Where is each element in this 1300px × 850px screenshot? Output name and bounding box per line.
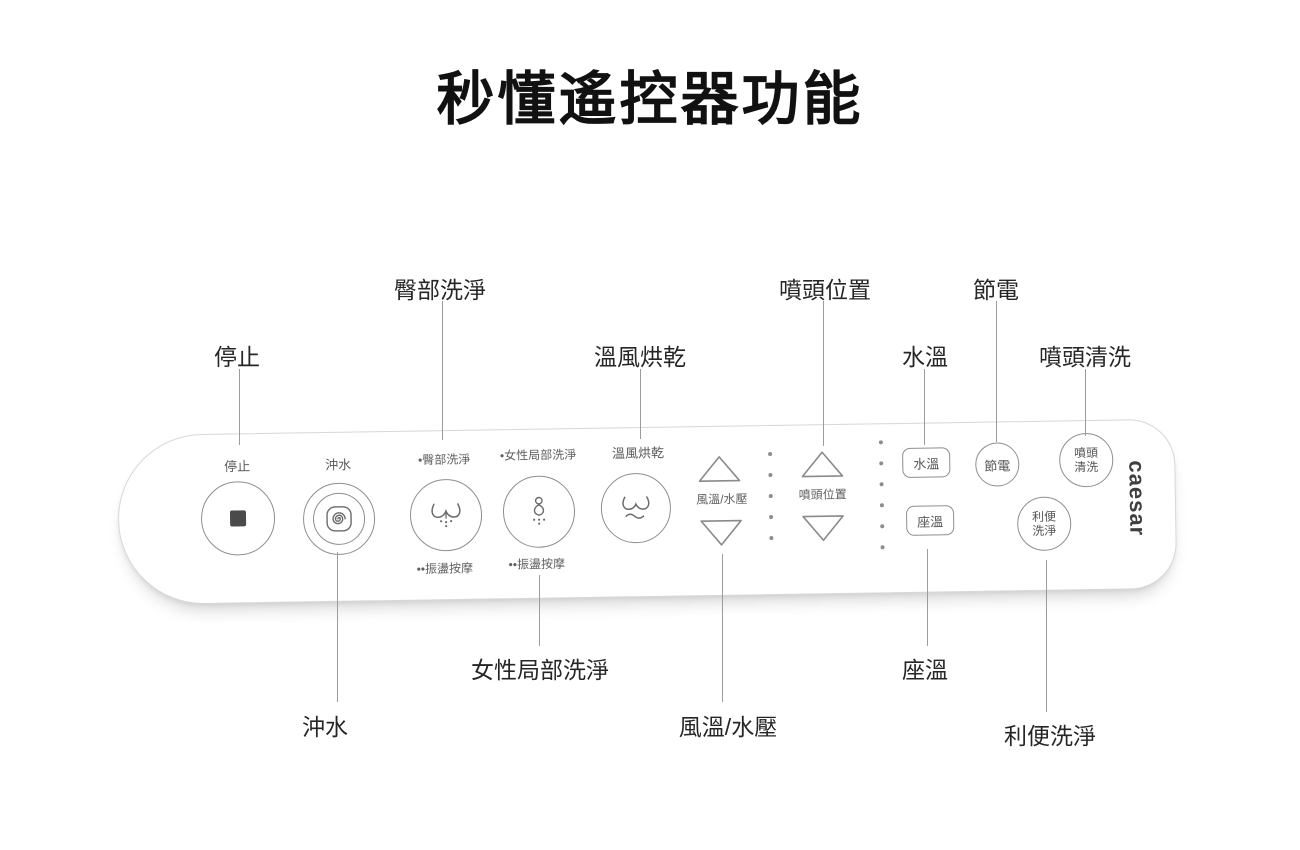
- leader-line-flush: [337, 552, 338, 702]
- leader-line-warm-dry: [640, 369, 641, 439]
- water-temp-button[interactable]: 水溫: [902, 447, 951, 478]
- flush-button[interactable]: [302, 482, 376, 556]
- leader-line-rear-wash: [442, 301, 443, 440]
- up-triangle-icon: [698, 456, 741, 482]
- callout-feminine-wash: 女性局部洗淨: [471, 657, 609, 683]
- callout-air-temp-water-pressure: 風溫/水壓: [678, 714, 778, 740]
- callout-flush: 沖水: [302, 714, 348, 740]
- rear-wash-button[interactable]: [409, 478, 483, 552]
- feminine-wash-label: •女性局部洗淨: [499, 447, 577, 463]
- stop-label: 停止: [224, 458, 251, 475]
- flush-swirl-icon: [326, 506, 352, 532]
- leader-line-seat-temp: [927, 549, 928, 646]
- callout-easy-clean: 利便洗淨: [1004, 723, 1096, 749]
- leader-line-water-temp: [924, 369, 925, 445]
- feminine-wash-icon: [533, 496, 546, 525]
- leader-line-power-save: [996, 301, 997, 442]
- leader-line-stop: [239, 369, 240, 445]
- dotted-separator: [768, 452, 774, 541]
- stop-icon: [229, 510, 247, 527]
- dotted-separator: [878, 440, 885, 550]
- brand-logo: caesar: [1124, 460, 1151, 537]
- up-triangle-icon: [801, 451, 844, 478]
- down-triangle-icon: [700, 519, 742, 546]
- flush-label: 沖水: [325, 457, 352, 473]
- leader-line-nozzle-clean: [1085, 369, 1086, 436]
- flush-inner-ring: [312, 492, 366, 546]
- nozzle-position-label: 噴頭位置: [798, 487, 847, 503]
- rear-wash-label: •臀部洗淨: [417, 452, 471, 468]
- leader-line-easy-clean: [1046, 560, 1047, 712]
- page-title: 秒懂遙控器功能: [436, 67, 864, 132]
- remote-control-panel: 停止 沖水 •臀部洗淨 ••振盪按摩 •女性局部洗淨: [116, 418, 1178, 606]
- callout-stop: 停止: [214, 344, 260, 370]
- leader-line-feminine-wash: [539, 575, 540, 646]
- callout-seat-temp: 座溫: [902, 657, 948, 683]
- air-temp-water-pressure-label: 風溫/水壓: [696, 491, 748, 507]
- callout-warm-dry: 溫風烘乾: [594, 344, 686, 370]
- callout-power-save: 節電: [973, 277, 1019, 303]
- down-triangle-icon: [802, 515, 844, 542]
- callout-rear-wash: 臀部洗淨: [394, 277, 486, 303]
- feminine-wash-button[interactable]: [502, 475, 576, 549]
- feminine-massage-label: ••振盪按摩: [508, 556, 566, 572]
- rear-wash-icon: [431, 503, 461, 528]
- callout-nozzle-clean: 噴頭清洗: [1039, 344, 1131, 370]
- warm-dry-label: 溫風烘乾: [611, 445, 665, 462]
- stop-button[interactable]: [200, 480, 276, 557]
- air-temp-down-button[interactable]: [697, 517, 745, 548]
- callout-water-temp: 水溫: [902, 344, 948, 370]
- leader-line-nozzle-position: [823, 301, 824, 446]
- nozzle-clean-button[interactable]: 噴頭 清洗: [1058, 432, 1114, 488]
- callout-nozzle-position: 噴頭位置: [779, 277, 871, 303]
- air-temp-up-button[interactable]: [695, 453, 743, 484]
- seat-temp-button[interactable]: 座溫: [905, 505, 955, 536]
- rear-massage-label: ••振盪按摩: [416, 561, 474, 577]
- easy-clean-button[interactable]: 利便 洗淨: [1016, 496, 1072, 552]
- warm-dry-button[interactable]: [600, 472, 672, 544]
- easy-clean-button-label: 利便 洗淨: [1031, 509, 1057, 538]
- nozzle-position-up-button[interactable]: [798, 449, 846, 480]
- leader-line-air-temp-water-pressure: [722, 554, 723, 702]
- power-save-button[interactable]: 節電: [974, 442, 1020, 487]
- warm-dry-icon: [622, 496, 650, 519]
- nozzle-clean-button-label: 噴頭 清洗: [1073, 445, 1099, 475]
- nozzle-position-down-button[interactable]: [799, 513, 847, 544]
